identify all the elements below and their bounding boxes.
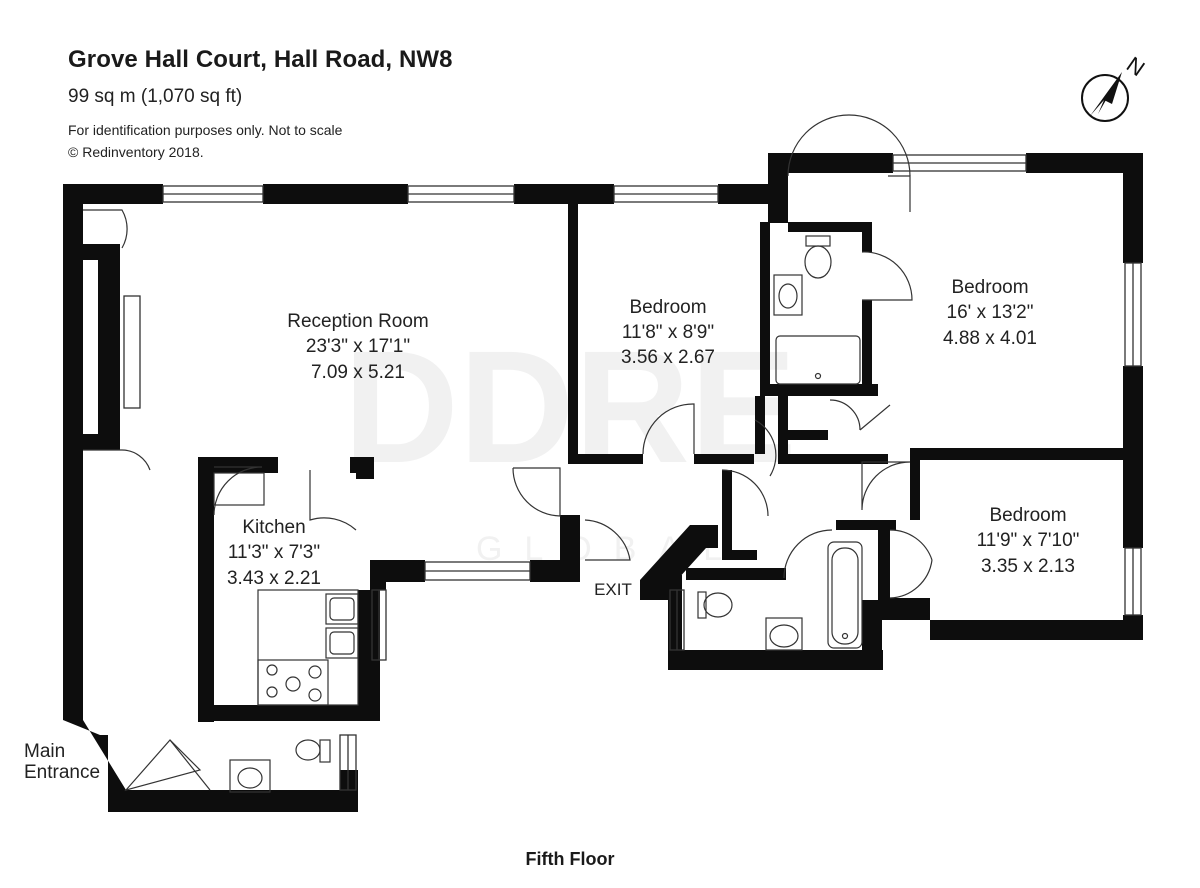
room-metric: 3.35 x 2.13 [981,556,1075,577]
room-metric: 3.43 x 2.21 [227,568,321,589]
room-name: Kitchen [242,517,305,538]
room-imperial: 11'8" x 8'9" [622,322,714,343]
room-name: Reception Room [287,311,429,332]
doors [83,114,933,792]
room-imperial: 16' x 13'2" [947,302,1034,323]
windows [123,154,1142,791]
plan-title: Grove Hall Court, Hall Road, NW8 [68,46,453,73]
room-imperial: 23'3" x 17'1" [306,336,410,357]
room-bedroom-2: Bedroom 16' x 13'2" 4.88 x 4.01 [943,277,1037,349]
room-name: Bedroom [629,297,706,318]
room-bedroom-1: Bedroom 11'8" x 8'9" 3.56 x 2.67 [621,297,715,368]
disclaimer-text: For identification purposes only. Not to… [68,122,343,138]
room-imperial: 11'3" x 7'3" [228,542,320,563]
copyright-text: © Redinventory 2018. [68,144,204,160]
walls [63,153,1143,812]
north-arrow-icon: N [1081,52,1149,122]
room-name: Bedroom [989,505,1066,526]
main-entrance-label-line1: Main [24,741,65,762]
room-bedroom-3: Bedroom 11'9" x 7'10" 3.35 x 2.13 [977,505,1080,577]
room-reception: Reception Room 23'3" x 17'1" 7.09 x 5.21 [287,311,429,383]
main-entrance-label-line2: Entrance [24,762,100,783]
room-metric: 7.09 x 5.21 [311,362,405,383]
room-name: Bedroom [951,277,1028,298]
room-kitchen: Kitchen 11'3" x 7'3" 3.43 x 2.21 [227,517,321,589]
room-metric: 3.56 x 2.67 [621,347,715,368]
room-metric: 4.88 x 4.01 [943,328,1037,349]
compass-letter: N [1122,52,1149,82]
floor-area: 99 sq m (1,070 sq ft) [68,86,243,107]
fixtures [213,235,863,793]
floor-label: Fifth Floor [525,849,615,869]
exit-label: EXIT [594,580,632,599]
room-imperial: 11'9" x 7'10" [977,530,1080,551]
